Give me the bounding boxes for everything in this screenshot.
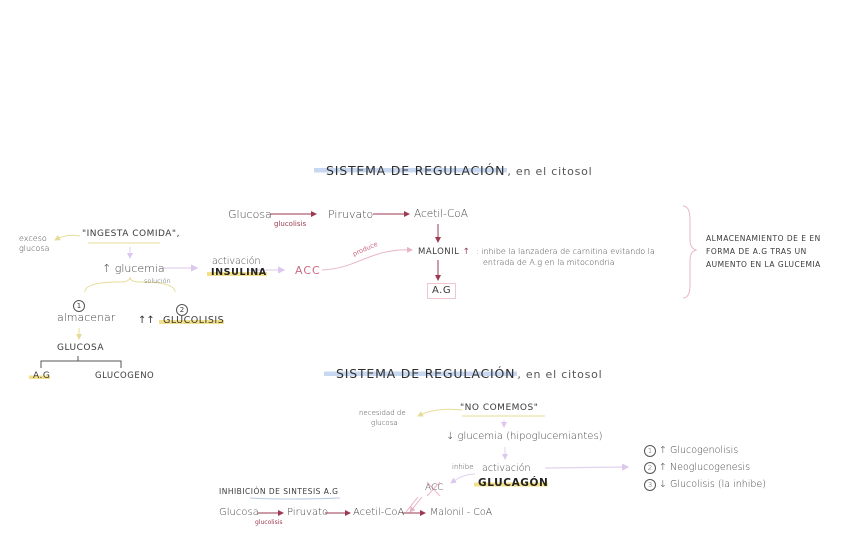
s1-glucolisis-label: glucolisis	[274, 220, 307, 228]
side-note-line2: FORMA DE A.G TRAS UN	[706, 247, 807, 256]
s1-activacion: activación	[212, 256, 261, 267]
s1-acc: ACC	[295, 264, 321, 277]
circled-1-icon: 1	[73, 300, 85, 312]
s1-glucemia: ↑ glucemia	[102, 262, 165, 275]
branch-ag-text: A.G	[29, 371, 51, 381]
s1-producto-label: produce	[351, 239, 379, 259]
up-arrow-icon: ↑	[462, 247, 471, 257]
effect-3: 3↓ Glucolisis (la inhibe)	[644, 479, 766, 491]
solucion-label: solución	[144, 277, 171, 285]
section1-title: SISTEMA DE REGULACIÓN, en el citosol	[314, 163, 593, 178]
double-up-arrow-icon: ↑↑	[138, 315, 155, 326]
necesidad-line2: glucosa	[371, 419, 398, 427]
almacenar: almacenar	[57, 311, 116, 324]
s2-inhibe: inhibe	[452, 463, 474, 471]
s2-glucemia: ↓ glucemia (hipoglucemiantes)	[446, 431, 603, 442]
s1-acetil-coa: Acetil-CoA	[414, 208, 468, 220]
s2-acetil-coa: Acetil-CoA	[353, 507, 405, 518]
effect-2: 2↑ Neoglucogenesis	[644, 462, 750, 474]
section1-subtitle: , en el citosol	[507, 165, 593, 178]
glucosa-caps: GLUCOSA	[57, 343, 105, 353]
option1-number: 1	[73, 295, 88, 312]
s1-malonil-text: MALONIL	[418, 247, 460, 257]
side-note-line1: ALMACENAMIENTO DE E EN	[706, 234, 821, 243]
effect-1: 1↑ Glucogenolisis	[644, 445, 738, 457]
exceso-line2: glucosa	[19, 244, 50, 253]
no-comemos: "NO COMEMOS"	[460, 403, 539, 413]
down-arrow-icon: ↓	[659, 479, 667, 490]
insulina-text: INSULINA	[207, 267, 267, 278]
s1-glucosa: Glucosa	[228, 208, 272, 221]
circled-1-icon: 1	[644, 445, 656, 457]
circled-2-icon: 2	[644, 462, 656, 474]
s1-ag-box: A.G	[427, 283, 457, 299]
s1-malonil-note-2: entrada de A.g en la mitocondria	[483, 258, 615, 267]
s2-glucosa: Glucosa	[219, 507, 259, 518]
s2-glucolisis-label: glucolisis	[255, 519, 283, 526]
glucagon-label: GLUCAGÓN	[474, 477, 549, 489]
branch-ag: A.G	[29, 371, 51, 381]
effect-1-text: Glucogenolisis	[670, 445, 739, 456]
s1-malonil: MALONIL ↑	[418, 248, 470, 257]
s1-malonil-note-1: : inhibe la lanzadera de carnitina evita…	[476, 247, 655, 256]
insulina-label: INSULINA	[207, 267, 267, 278]
s2-activacion: activación	[482, 463, 531, 474]
side-note-line3: AUMENTO EN LA GLUCEMIA	[706, 260, 821, 269]
up-arrow-icon: ↑	[659, 445, 667, 456]
section2-title: SISTEMA DE REGULACIÓN, en el citosol	[324, 366, 603, 381]
effect-3-text: Glucolisis (la inhibe)	[670, 479, 766, 490]
inhibicion-title: INHIBICIÓN DE SINTESIS A.G	[219, 487, 339, 496]
exceso-line1: exceso	[19, 234, 47, 243]
up-arrow-icon: ↑	[659, 462, 667, 473]
s2-piruvato: Piruvato	[287, 507, 329, 518]
section2-subtitle: , en el citosol	[517, 368, 603, 381]
s2-acc: ACC	[425, 483, 444, 493]
ingesta-comida: "INGESTA COMIDA",	[82, 229, 180, 239]
section1-title-text: SISTEMA DE REGULACIÓN	[314, 163, 508, 178]
glucolisis-label: GLUCOLISIS	[159, 315, 225, 326]
necesidad-line1: necesidad de	[359, 409, 406, 417]
option2-number: 2	[176, 299, 191, 316]
s2-malonil-coa: Malonil - CoA	[430, 507, 493, 518]
branch-glucogeno: GLUCOGENO	[95, 371, 155, 381]
glucagon-text: GLUCAGÓN	[474, 477, 549, 489]
section2-title-text: SISTEMA DE REGULACIÓN	[324, 366, 518, 381]
circled-3-icon: 3	[644, 479, 656, 491]
s1-piruvato: Piruvato	[328, 208, 374, 221]
glucolisis-text: GLUCOLISIS	[159, 315, 225, 326]
effect-2-text: Neoglucogenesis	[670, 462, 751, 473]
